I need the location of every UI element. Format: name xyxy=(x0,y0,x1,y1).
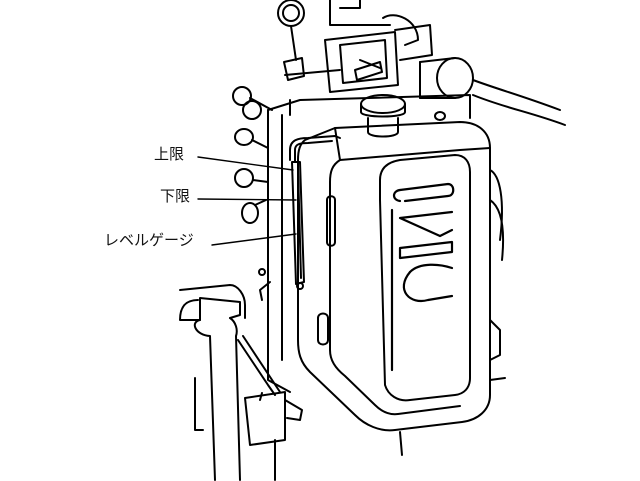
level-gauge-label: レベルゲージ xyxy=(104,231,194,249)
hydraulic-oil-tank-icon xyxy=(297,94,506,432)
lower-limit-label: 下限 xyxy=(160,187,191,205)
crane-frame xyxy=(179,268,403,481)
upper-limit-label: 上限 xyxy=(154,145,185,163)
pressure-gauge-icon xyxy=(277,0,305,81)
level-gauge-icon xyxy=(289,135,341,290)
leader-lines xyxy=(197,156,297,246)
control-knob-icon xyxy=(232,86,273,224)
unic-brand-logo xyxy=(390,182,455,372)
valve-block-icon xyxy=(284,0,566,126)
